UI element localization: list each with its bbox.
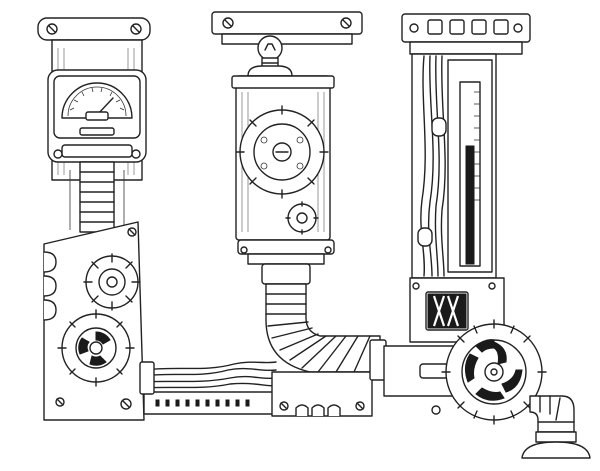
screw-icon — [130, 23, 142, 35]
fan-wheel-icon — [441, 319, 547, 425]
screw-icon — [340, 17, 352, 29]
wire-bundle-icon — [417, 55, 447, 277]
gear-icon — [235, 105, 329, 199]
pipe-icon — [261, 263, 381, 373]
screw-icon — [324, 246, 332, 254]
gear-icon — [285, 201, 319, 235]
screw-icon — [513, 23, 523, 33]
pipe-icon — [521, 395, 591, 459]
screw-icon — [412, 282, 420, 290]
right-column — [383, 13, 591, 459]
screw-icon — [488, 282, 496, 290]
screw-icon — [55, 397, 65, 407]
screw-icon — [355, 401, 365, 411]
screw-icon — [409, 23, 419, 33]
left-column — [37, 17, 151, 421]
gear-icon — [57, 309, 135, 387]
wire-bundle-icon — [143, 361, 277, 389]
screw-icon — [46, 23, 58, 35]
screw-icon — [279, 401, 289, 411]
thermometer-icon — [447, 59, 493, 273]
screw-icon — [240, 246, 248, 254]
bottom-bridge — [139, 361, 277, 415]
middle-column — [211, 11, 387, 417]
screw-icon — [222, 17, 234, 29]
screw-icon — [120, 398, 132, 410]
screw-icon — [127, 227, 137, 237]
pressure-gauge-icon — [47, 69, 147, 163]
gear-icon — [83, 253, 141, 311]
